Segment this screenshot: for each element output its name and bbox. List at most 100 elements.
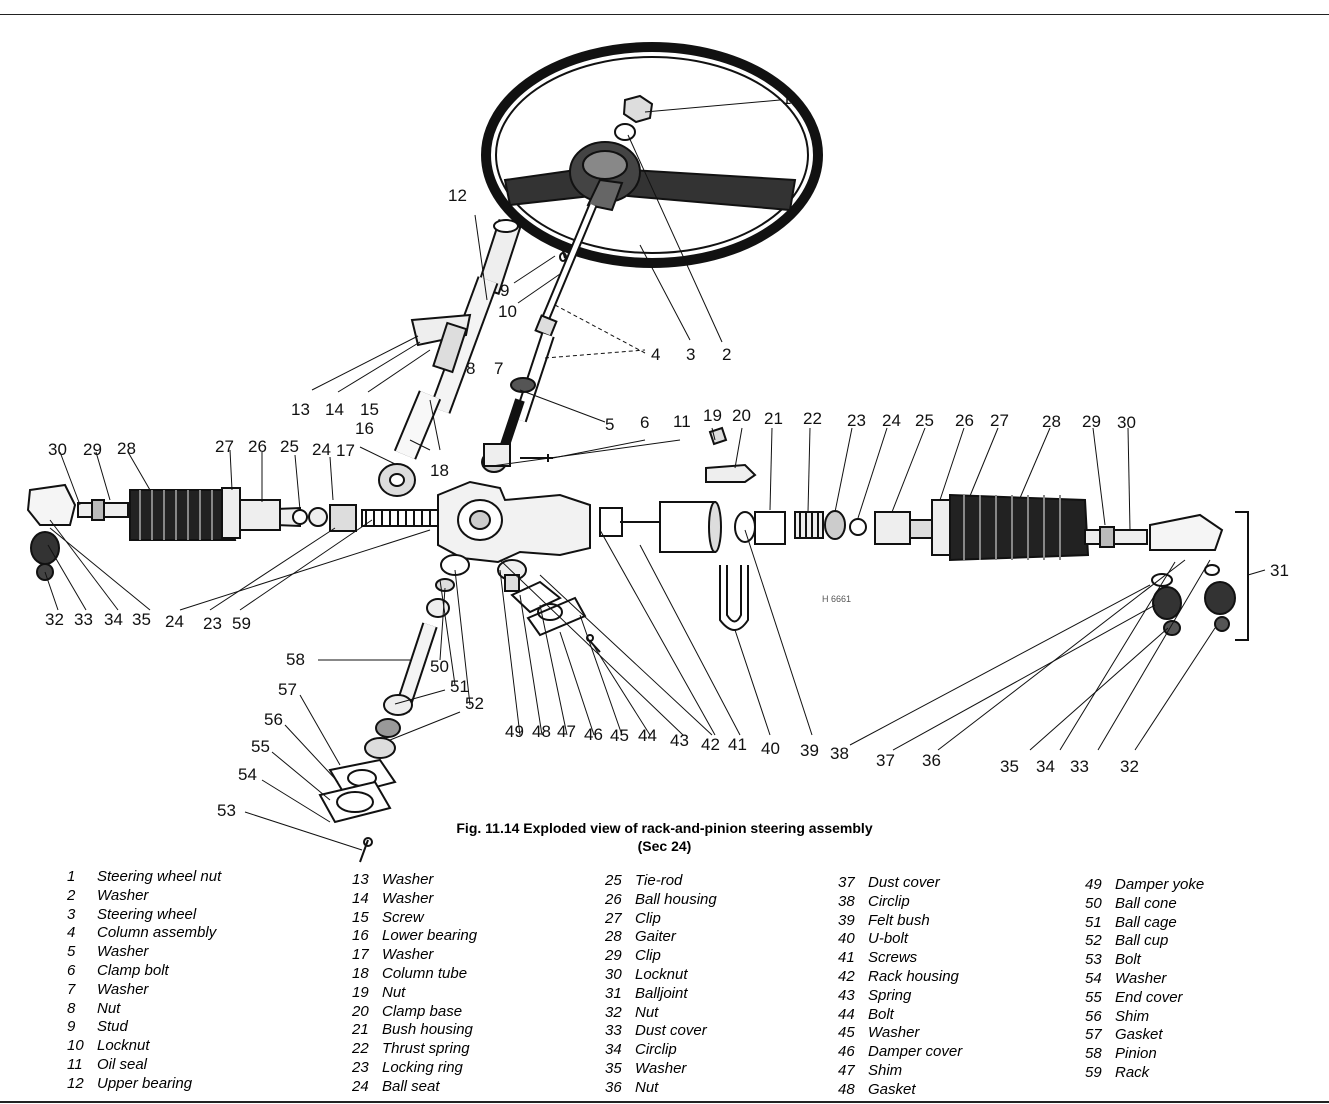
key-entry-label: Shim (1115, 1007, 1150, 1025)
key-entry-label: Upper bearing (97, 1074, 193, 1092)
key-entry-number: 10 (67, 1037, 84, 1055)
key-entry-number: 49 (1085, 876, 1102, 893)
key-entry-number: 48 (838, 1080, 855, 1098)
callout-53: 53 (217, 801, 236, 820)
callout-52: 52 (465, 694, 484, 713)
key-entry-label: Rack housing (868, 967, 959, 985)
key-entry-number: 40 (838, 930, 855, 948)
callout-27-right: 27 (990, 411, 1009, 430)
key-entry-label: Nut (635, 1078, 659, 1096)
key-entry-number: 27 (605, 909, 622, 927)
callout-30-left: 30 (48, 440, 67, 459)
callout-10: 10 (498, 302, 517, 321)
key-entry-number: 50 (1085, 894, 1102, 912)
callout-35-right: 35 (1000, 757, 1019, 776)
callout-26-left: 26 (248, 437, 267, 456)
key-entry-label: Spring (868, 986, 912, 1004)
key-entry: 43 Spring (838, 987, 962, 1006)
key-entry: 40 U-bolt (838, 930, 962, 949)
key-entry-label: Damper cover (868, 1043, 963, 1061)
key-entry-number: 52 (1085, 932, 1102, 950)
callout-25-right: 25 (915, 411, 934, 430)
key-entry-number: 3 (67, 905, 76, 923)
key-entry-label: Bolt (868, 1005, 894, 1023)
callout-23-right: 23 (847, 411, 866, 430)
key-entry-label: Column tube (382, 964, 468, 982)
key-entry-number: 19 (352, 983, 369, 1001)
callout-34-left: 34 (104, 610, 123, 629)
callout-28-right: 28 (1042, 412, 1061, 431)
callout-54: 54 (238, 765, 257, 784)
key-entry-number: 34 (605, 1041, 622, 1059)
key-entry-number: 59 (1085, 1063, 1102, 1081)
key-entry-label: Clamp bolt (97, 961, 169, 979)
callout-27-left: 27 (215, 437, 234, 456)
key-entry-number: 5 (67, 943, 76, 961)
callout-29-right: 29 (1082, 412, 1101, 431)
key-entry-number: 32 (605, 1003, 622, 1021)
key-entry-label: Lower bearing (382, 927, 478, 945)
key-entry-number: 56 (1085, 1007, 1102, 1025)
key-entry-label: U-bolt (868, 930, 909, 948)
callout-24-left: 24 (165, 612, 184, 631)
callout-40: 40 (761, 739, 780, 758)
key-entry: 3 Steering wheel (67, 906, 221, 925)
callout-58: 58 (286, 650, 305, 669)
key-entry-label: Circlip (868, 892, 910, 910)
right-balljoint (1084, 511, 1249, 641)
callout-17: 17 (336, 441, 355, 460)
key-entry-number: 13 (352, 871, 369, 888)
callout-12: 12 (448, 186, 467, 205)
key-entry-number: 33 (605, 1022, 622, 1040)
key-entry-number: 6 (67, 961, 76, 979)
callout-8: 8 (466, 359, 476, 378)
pinion-assembly (318, 554, 470, 863)
key-entry-number: 35 (605, 1059, 622, 1077)
key-entry-label: Nut (97, 999, 121, 1017)
key-entry-number: 30 (605, 965, 622, 983)
callout-41: 41 (728, 735, 747, 754)
callout-19: 19 (703, 406, 722, 425)
key-entry-label: Stud (97, 1018, 128, 1036)
key-entry-number: 37 (838, 874, 855, 891)
key-entry-label: Ball seat (382, 1077, 440, 1095)
callout-14: 14 (325, 400, 344, 419)
key-entry-number: 31 (605, 984, 622, 1002)
key-entry-label: Steering wheel (97, 905, 197, 923)
key-entry-number: 43 (838, 986, 855, 1004)
key-entry-label: Washer (97, 980, 149, 998)
key-entry-label: Locking ring (382, 1058, 463, 1076)
key-entry-number: 1 (67, 868, 76, 885)
key-entry-label: Shim (868, 1061, 903, 1079)
key-entry-number: 8 (67, 999, 76, 1017)
key-entry-label: Nut (382, 983, 406, 1001)
key-entry-number: 38 (838, 892, 855, 910)
key-entry-number: 28 (605, 928, 622, 946)
key-entry-label: Washer (382, 871, 434, 888)
damper-parts (497, 559, 601, 653)
key-entry-number: 44 (838, 1005, 855, 1023)
key-entry-label: Column assembly (97, 924, 217, 942)
callout-22: 22 (803, 409, 822, 428)
